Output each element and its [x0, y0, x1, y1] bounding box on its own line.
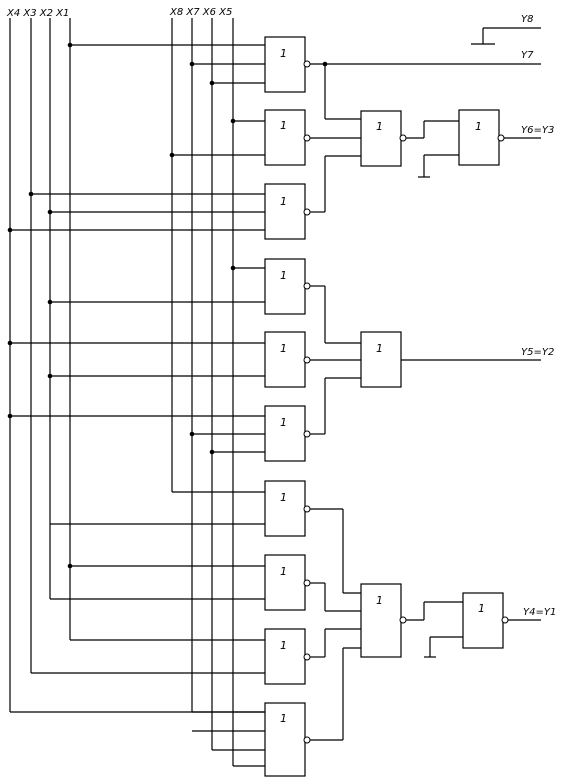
- svg-text:1: 1: [280, 119, 287, 132]
- gate-4: [264, 258, 306, 315]
- svg-text:1: 1: [376, 594, 383, 607]
- output-labels: Y8 Y7 Y6=Y3 Y5=Y2 Y4=Y1: [521, 14, 556, 618]
- gate-6: [264, 405, 306, 462]
- input-bus-right: [171, 18, 234, 766]
- svg-text:1: 1: [376, 342, 383, 355]
- gate-symbols: 1 1 1 1 1 1 1 1 1 1 1 1 1 1 1: [280, 47, 485, 725]
- final-gate-top: [458, 109, 500, 166]
- gate-7: [264, 480, 306, 537]
- output-y7: Y7: [521, 50, 534, 61]
- or-gate-bottom: [360, 583, 402, 658]
- svg-text:1: 1: [376, 120, 383, 133]
- inversion-bubbles: [303, 60, 509, 744]
- second-level-gates: [360, 109, 504, 658]
- svg-text:1: 1: [478, 602, 485, 615]
- output-y6-y3: Y6=Y3: [521, 125, 554, 136]
- svg-text:1: 1: [280, 269, 287, 282]
- inputs-right-label: X8 X7 X6 X5: [169, 7, 232, 18]
- inputs-left-label: X4 X3 X2 X1: [6, 8, 69, 19]
- input-bus-left: [9, 18, 71, 712]
- junction-dots: [7, 42, 328, 569]
- gate-5: [264, 331, 306, 388]
- or-gate-middle: [360, 331, 402, 388]
- gate-9: [264, 628, 306, 685]
- internal-wires: [309, 27, 541, 741]
- svg-text:1: 1: [280, 47, 287, 60]
- output-y4-y1: Y4=Y1: [523, 607, 556, 618]
- input-wires: [10, 44, 265, 767]
- output-y8: Y8: [521, 14, 533, 25]
- svg-text:1: 1: [280, 639, 287, 652]
- gate-2: [264, 109, 306, 166]
- final-gate-bottom: [462, 592, 504, 649]
- svg-text:1: 1: [280, 416, 287, 429]
- svg-text:1: 1: [280, 342, 287, 355]
- gate-1: [264, 36, 306, 93]
- svg-text:1: 1: [475, 120, 482, 133]
- output-y5-y2: Y5=Y2: [521, 347, 554, 358]
- first-level-gates: [264, 36, 306, 777]
- svg-text:1: 1: [280, 712, 287, 725]
- svg-text:1: 1: [280, 565, 287, 578]
- svg-text:1: 1: [280, 491, 287, 504]
- gate-8: [264, 554, 306, 611]
- gate-3: [264, 183, 306, 240]
- svg-text:1: 1: [280, 195, 287, 208]
